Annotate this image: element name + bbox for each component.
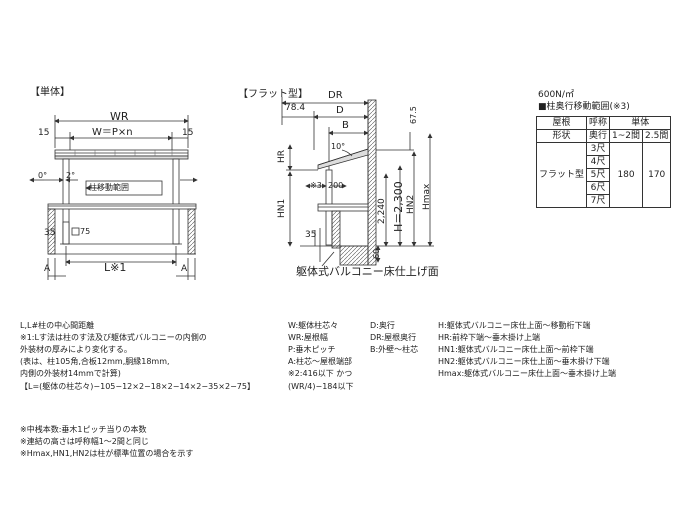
l-label: L※1 [104,261,127,274]
pillar-range-label: 柱移動範囲 [89,183,129,192]
front-elevation [29,115,198,280]
angle-left: 0° [38,171,48,180]
note-line: HN1:躯体式バルコニー床仕上面〜前枠下端 [438,345,594,354]
note-line: DR:屋根奥行 [370,333,417,342]
dim-2240: 2,240 [377,198,387,224]
cell-shape: フラット型 [535,142,588,208]
dim-35-mid: 35 [305,230,317,240]
note-line: 外装材の厚みにより変化する。 [20,345,132,354]
side-section [281,97,434,267]
load-label: 600N/㎡ [538,90,574,100]
hn2-label: HN2 [406,194,416,214]
dim-15-right: 15 [182,128,194,138]
move-note: ※3 [310,181,322,190]
note-line: ※1:Lす法は柱のす法及び躯体式バルコニーの内側の [20,333,207,342]
section-a-left: A [44,264,51,274]
dim-15-left: 15 [38,128,50,138]
cell-depth: 7尺 [586,194,611,208]
hn1-label: HN1 [277,198,287,218]
dim-35-left: 35 [44,228,56,238]
b-label: B [342,120,349,131]
note-line: H:躯体式バルコニー床仕上面〜移動桁下端 [438,321,591,330]
w-formula: W＝P×n [92,127,133,138]
dim-67-5: 67.5 [409,106,418,124]
note-line: 【L=(躯体の柱芯々)−105−12×2−18×2−14×2−35×2−75】 [20,382,255,391]
section-a-right: A [181,264,188,274]
note-line: HR:前枠下端〜垂木掛け上端 [438,333,541,342]
cell-val2: 170 [642,142,672,208]
dim-78-4: 78.4 [285,103,306,113]
hr-label: HR [277,149,287,163]
note-line: W:躯体柱芯々 [288,321,339,330]
wr-label: WR [110,110,129,123]
note-line: A:柱芯〜屋根端部 [288,357,353,366]
note-line: ※Hmax,HN1,HN2は柱が標準位置の場合を示す [20,449,194,458]
note-line: ※連結の高さは呼称幅1〜2間と同じ [20,437,149,446]
section-title-single: 【単体】 [30,87,70,98]
note-line: L,L#柱の中心間距離 [20,321,95,330]
note-line: (WR/4)−184以下 [288,382,354,391]
th-depth: 奥行 [586,129,611,143]
note-line: 内側の外装材14mmで計算) [20,369,121,378]
cell-depth: 6尺 [586,181,611,195]
d-label: D [336,105,344,116]
note-line: P:垂木ピッチ [288,345,336,354]
note-line: ※2:416以下 かつ [288,369,353,378]
h-2300-label: H＝2,300 [392,181,405,232]
th-shape: 形状 [535,129,588,143]
note-line: ※中桟本数:垂木1ピッチ当りの本数 [20,425,147,434]
th-span2: 2.5間 [642,129,672,143]
note-line: WR:屋根幅 [288,333,328,342]
dr-label: DR [328,90,343,101]
pillar-range-table: 屋根 呼称 単体 形状 奥行 1~2間 2.5間 フラット型 3尺 180 17… [535,116,672,208]
angle-10: 10° [331,142,346,151]
hmax-label: Hmax [422,183,432,210]
th-name: 呼称 [586,116,611,130]
move-value: 200 [328,181,344,190]
table-caption: ■柱奥行移動範囲(※3) [538,102,630,112]
note-line: (表は、柱105角,合板12mm,胴縁18mm, [20,357,170,366]
section-title-flat: 【フラット型】 [238,89,308,100]
floor-label: 躯体式バルコニー床仕上げ面 [296,265,439,278]
dim-60: 60 [372,248,381,259]
cell-val1: 180 [609,142,644,208]
cell-depth: 4尺 [586,155,611,169]
note-line: Hmax:躯体式バルコニー床仕上面〜垂木掛け上端 [438,369,616,378]
th-span1: 1~2間 [609,129,644,143]
cell-depth: 3尺 [586,142,611,156]
angle-right: 2° [66,171,76,180]
post-size-label: 75 [80,227,91,236]
note-line: HN2:躯体式バルコニー床仕上面〜垂木掛け下端 [438,357,610,366]
cell-depth: 5尺 [586,168,611,182]
note-line: D:奥行 [370,321,395,330]
note-line: B:外壁〜柱芯 [370,345,419,354]
th-roof: 屋根 [535,116,588,130]
th-single: 単体 [609,116,672,130]
